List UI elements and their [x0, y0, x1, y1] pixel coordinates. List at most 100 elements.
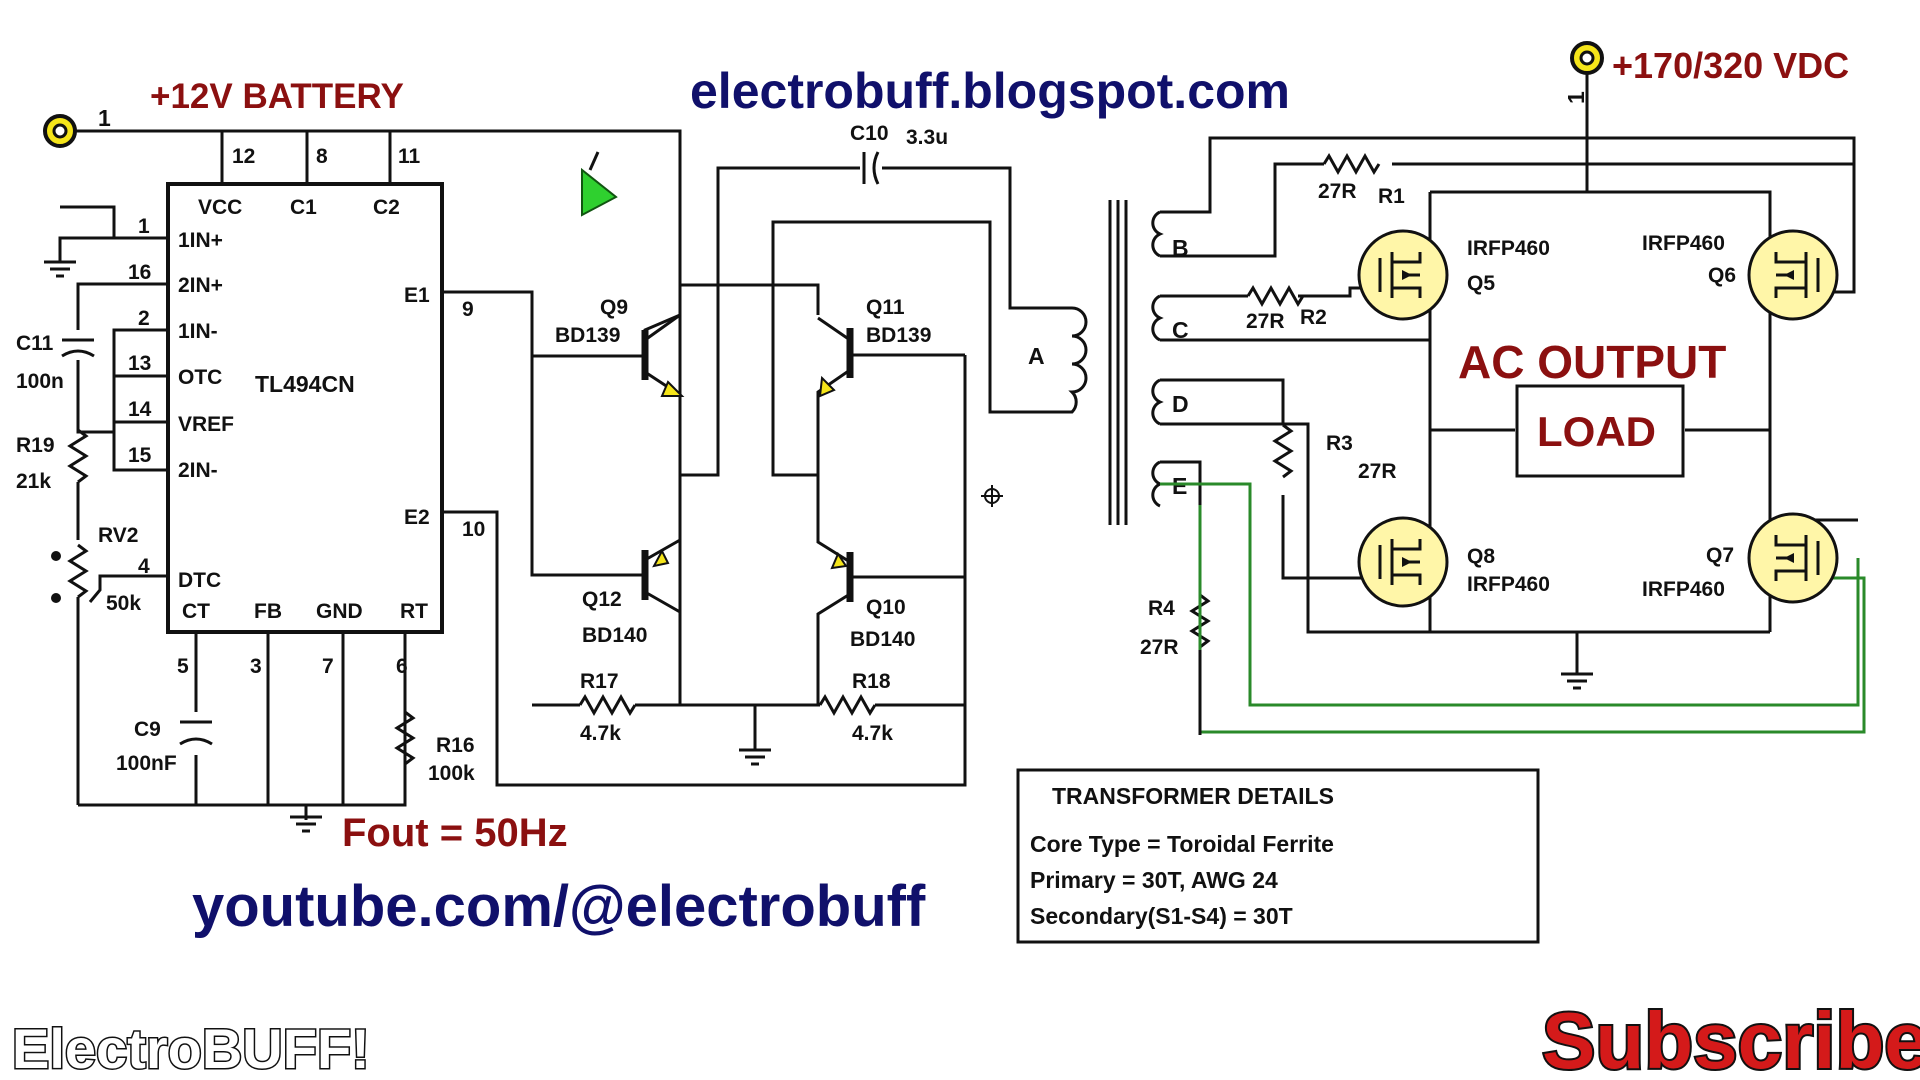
q5-mosfet [1357, 229, 1449, 321]
r4-value: 27R [1140, 636, 1179, 659]
r17-value: 4.7k [580, 722, 621, 745]
q12-type: BD140 [582, 624, 647, 647]
q8-mosfet [1357, 516, 1449, 608]
ic-pin-name: FB [254, 600, 282, 623]
ic-pin-name: 1IN- [178, 320, 218, 343]
q5-type: IRFP460 [1467, 237, 1550, 260]
ic-pin-num: 3 [250, 655, 262, 678]
r16-ref: R16 [436, 734, 475, 757]
transformer [1050, 200, 1164, 525]
details-title: TRANSFORMER DETAILS [1052, 783, 1334, 809]
transformer-details-box [1016, 768, 1540, 944]
rv2-ref: RV2 [98, 524, 138, 547]
primary-label: A [1028, 343, 1045, 369]
ic-pin-name: E1 [404, 284, 430, 307]
q6-type: IRFP460 [1642, 232, 1725, 255]
ic-pin-name: C2 [373, 196, 400, 219]
ic-pin-num: 10 [462, 518, 485, 541]
ic-pin-num: 15 [128, 444, 152, 467]
details-line: Primary = 30T, AWG 24 [1030, 867, 1278, 893]
c9-ref: C9 [134, 718, 161, 741]
q8-type: IRFP460 [1467, 573, 1550, 596]
c9-value: 100nF [116, 752, 177, 775]
rv2-value: 50k [106, 592, 141, 615]
ac-output-title: AC OUTPUT [1458, 336, 1726, 388]
c10-value: 3.3u [906, 126, 948, 149]
ic-pin-num: 13 [128, 352, 151, 375]
load-box [1515, 384, 1685, 478]
r3-value: 27R [1358, 460, 1397, 483]
ic-pin-name: 2IN+ [178, 274, 223, 297]
secondary-label-e: E [1172, 473, 1187, 499]
q10-ref: Q10 [866, 596, 906, 619]
subscribe-button[interactable]: Subscribe [1540, 994, 1920, 1080]
secondary-label-d: D [1172, 391, 1189, 417]
tl494-ic [166, 182, 444, 634]
ic-pin-num: 1 [138, 215, 150, 238]
r17-ref: R17 [580, 670, 619, 693]
ic-pin-name: E2 [404, 506, 430, 529]
battery-label: +12V BATTERY [150, 77, 404, 116]
q11-type: BD139 [866, 324, 931, 347]
q9-ref: Q9 [600, 296, 628, 319]
ic-pin-num: 5 [177, 655, 189, 678]
r18-ref: R18 [852, 670, 891, 693]
q10-type: BD140 [850, 628, 915, 651]
ic-pin-num: 7 [322, 655, 334, 678]
ic-pin-name: 2IN- [178, 459, 218, 482]
ic-pin-num: 4 [138, 555, 150, 578]
c11-value: 100n [16, 370, 64, 393]
ic-pin-name: 1IN+ [178, 229, 223, 252]
brand-label: ElectroBUFF! [12, 1017, 370, 1080]
q6-mosfet [1747, 229, 1839, 321]
q5-ref: Q5 [1467, 272, 1495, 295]
q7-ref: Q7 [1706, 544, 1734, 567]
blog-url[interactable]: electrobuff.blogspot.com [690, 63, 1290, 119]
q6-ref: Q6 [1708, 264, 1736, 287]
crosshair-icon [981, 485, 1003, 507]
r4-ref: R4 [1148, 597, 1175, 620]
r19-ref: R19 [16, 434, 55, 457]
r2-ref: R2 [1300, 306, 1327, 329]
ic-pin-name: C1 [290, 196, 317, 219]
hv-pin-number: 1 [1563, 91, 1589, 104]
q8-ref: Q8 [1467, 545, 1495, 568]
secondary-label-c: C [1172, 317, 1189, 343]
ic-pin-num: 16 [128, 261, 151, 284]
q12-ref: Q12 [582, 588, 622, 611]
r1-ref: R1 [1378, 185, 1405, 208]
q9-type: BD139 [555, 324, 620, 347]
ic-pin-name: GND [316, 600, 363, 623]
ic-pin-name: VREF [178, 413, 234, 436]
youtube-url[interactable]: youtube.com/@electrobuff [192, 874, 926, 939]
c10-ref: C10 [850, 122, 889, 145]
r19-value: 21k [16, 470, 51, 493]
q7-mosfet [1747, 512, 1839, 604]
r3-ref: R3 [1326, 432, 1353, 455]
battery-pin-number: 1 [98, 105, 111, 131]
ic-pin-name: OTC [178, 366, 222, 389]
cursor-arrow-icon [581, 167, 618, 217]
r1-value: 27R [1318, 180, 1357, 203]
r16-value: 100k [428, 762, 475, 785]
ic-pin-name: RT [400, 600, 428, 623]
ic-pin-name: CT [182, 600, 210, 623]
ic-pin-num: 11 [398, 145, 421, 168]
ic-pin-num: 9 [462, 298, 474, 321]
ic-pin-num: 8 [316, 145, 328, 168]
ic-pin-name: DTC [178, 569, 221, 592]
hv-label: +170/320 VDC [1612, 45, 1849, 86]
c11-ref: C11 [16, 332, 54, 355]
q11-ref: Q11 [866, 296, 905, 319]
ic-pin-num: 12 [232, 145, 255, 168]
r2-value: 27R [1246, 310, 1285, 333]
ic-pin-num: 14 [128, 398, 152, 421]
ic-name: TL494CN [255, 371, 355, 397]
ic-pin-num: 6 [396, 655, 408, 678]
ic-pin-name: VCC [198, 196, 242, 219]
q7-type: IRFP460 [1642, 578, 1725, 601]
r18-value: 4.7k [852, 722, 893, 745]
load-label: LOAD [1537, 408, 1656, 455]
details-line: Core Type = Toroidal Ferrite [1030, 831, 1334, 857]
